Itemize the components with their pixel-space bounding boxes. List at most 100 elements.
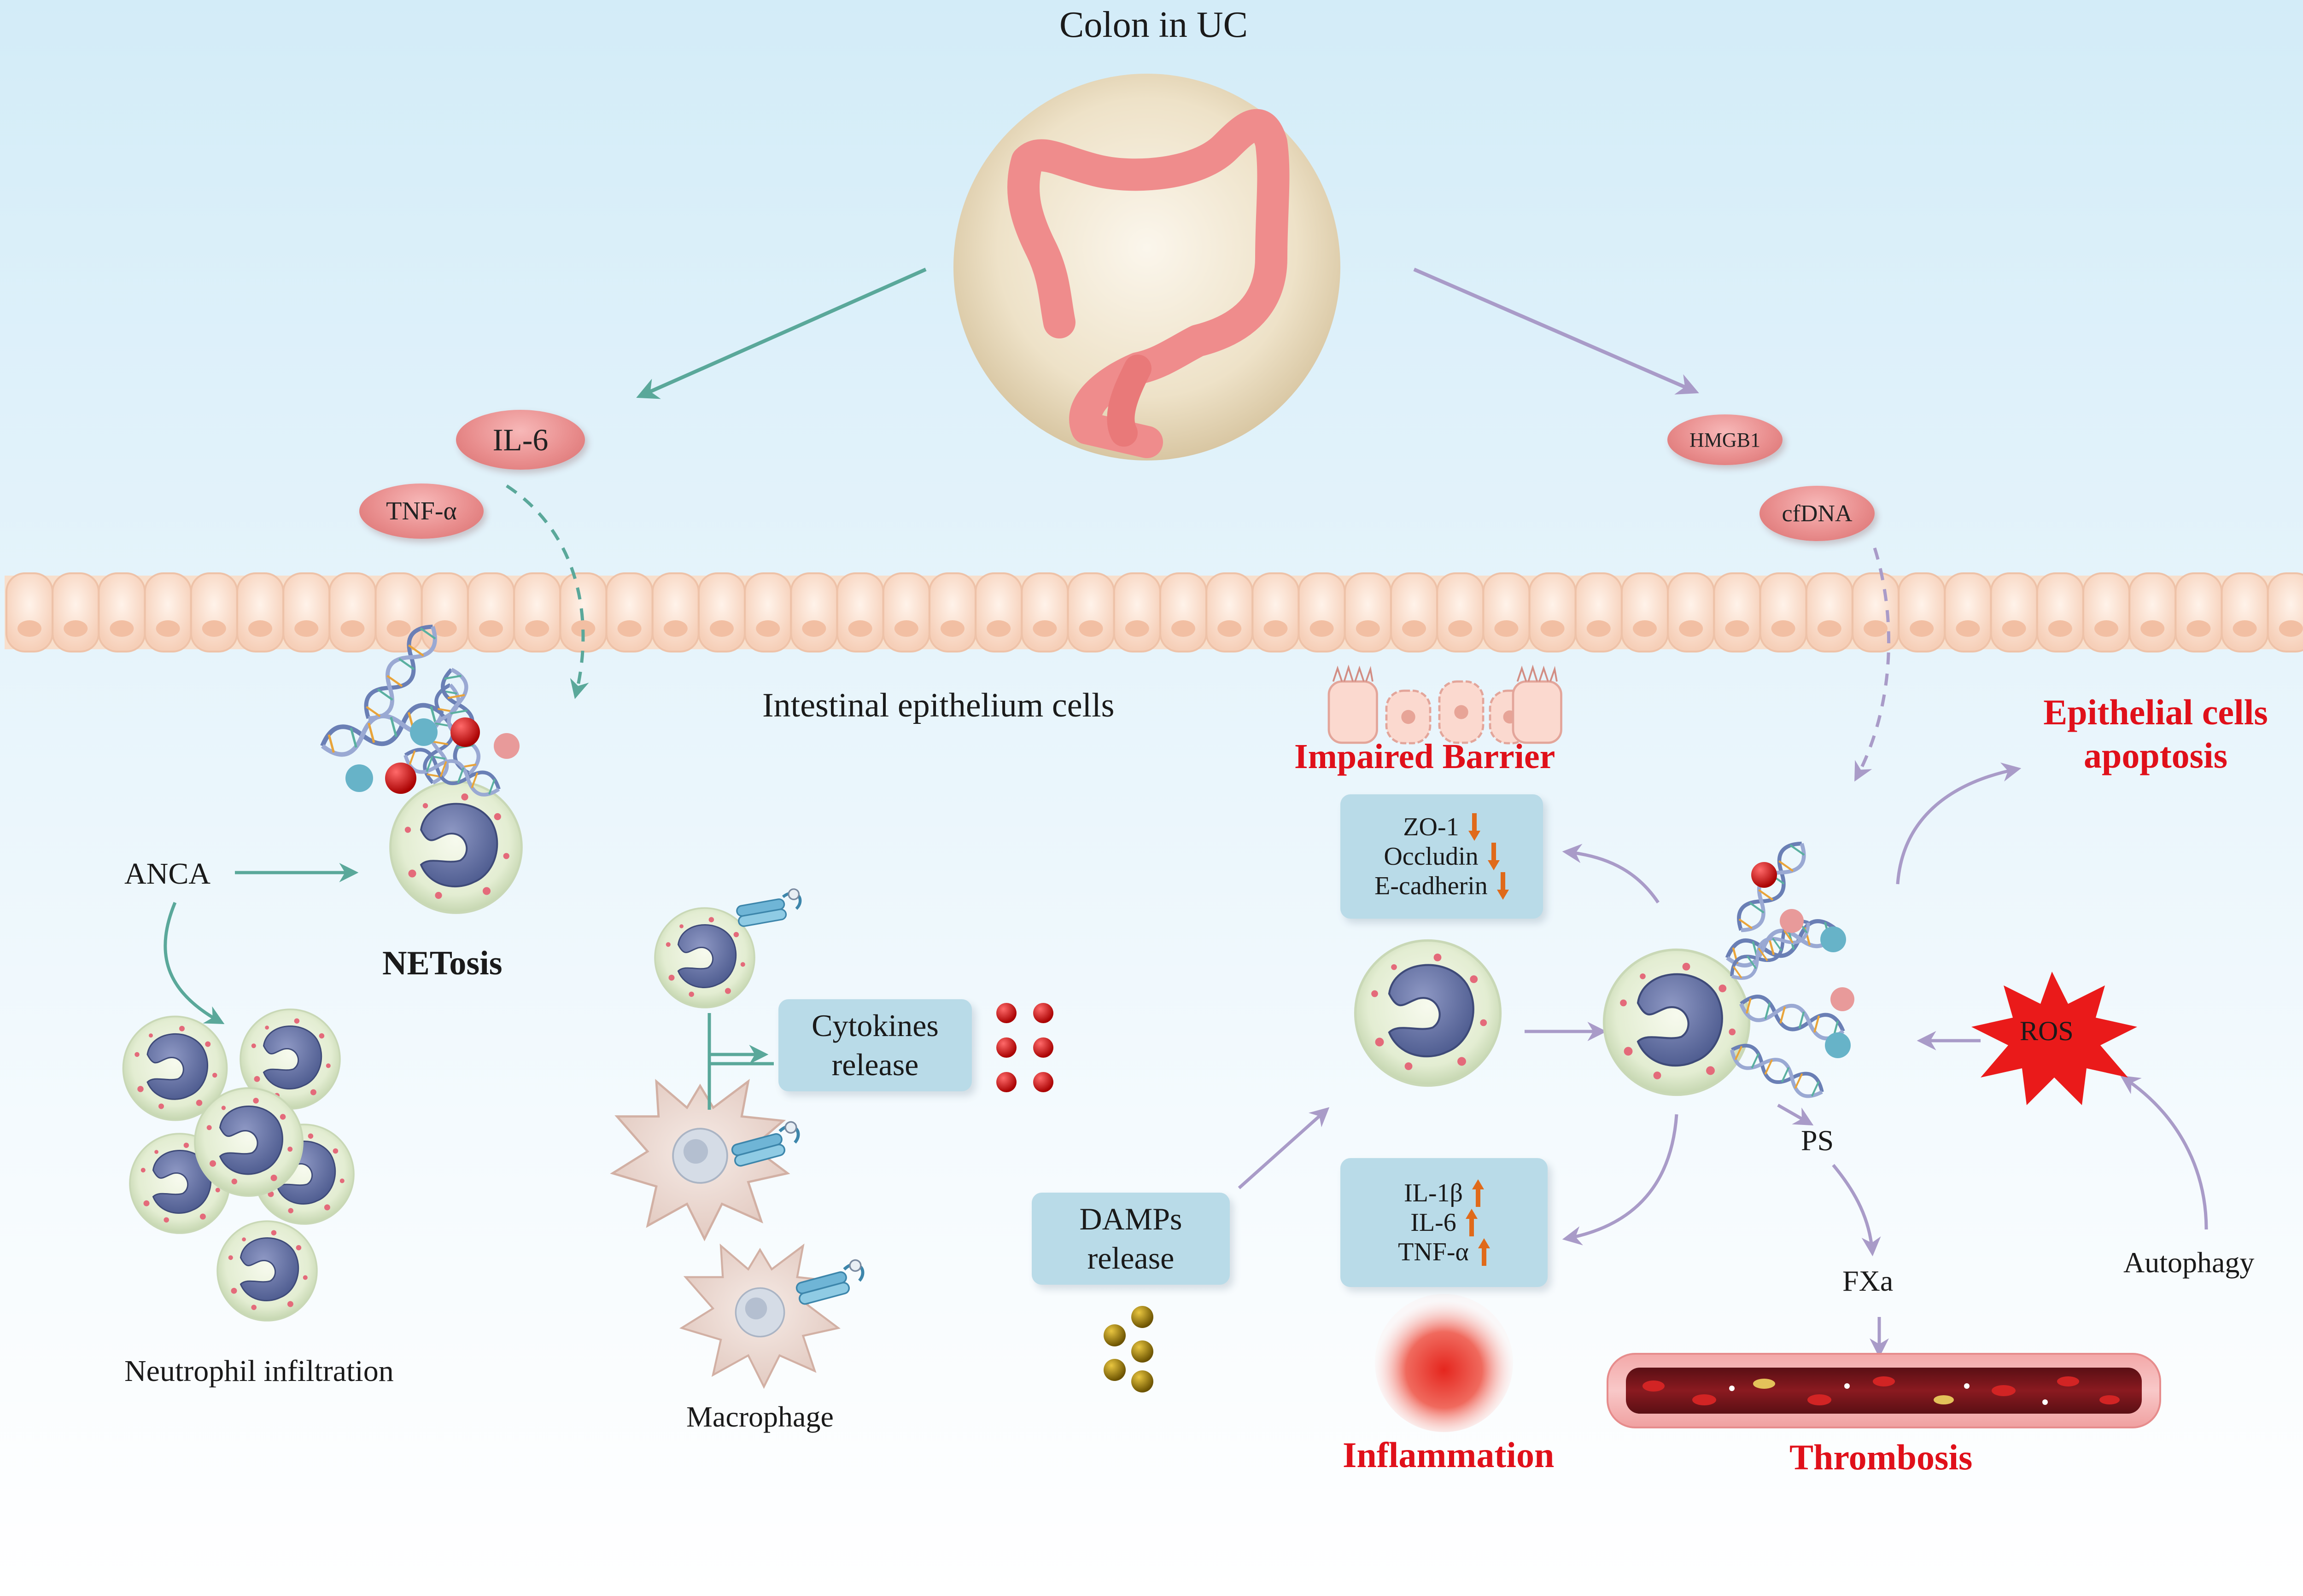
epithelial-cell	[1390, 572, 1438, 652]
net-forming-cell	[1604, 837, 1854, 1102]
down-arrow-icon	[1468, 813, 1480, 841]
epithelial-cell	[605, 572, 654, 652]
thrombosis-label: Thrombosis	[1789, 1437, 1973, 1477]
tight-junction-protein: Occludin	[1384, 842, 1479, 871]
epithelial-cell	[1298, 572, 1346, 652]
epithelial-cell	[1113, 572, 1161, 652]
epithelium-label: Intestinal epithelium cells	[762, 687, 1115, 724]
epithelial-cell	[1528, 572, 1577, 652]
epithelial-cell	[1944, 572, 1992, 652]
epithelial-cell	[2082, 572, 2130, 652]
epithelial-cell	[1574, 572, 1623, 652]
neutrophil-cluster	[122, 1008, 355, 1322]
inflammatory-cytokine-row: TNF-α	[1398, 1237, 1490, 1267]
epithelial-cell	[1852, 572, 1900, 652]
ros-burst-icon	[1971, 972, 2137, 1105]
tight-junction-row: E-cadherin	[1374, 871, 1509, 901]
epithelial-cell	[790, 572, 838, 652]
tight-junction-protein: ZO-1	[1403, 813, 1459, 841]
activated-neutrophil	[1356, 941, 1501, 1086]
epithelial-cell	[1621, 572, 1669, 652]
blood-vessel	[1607, 1353, 2161, 1428]
macrophage-group	[613, 888, 867, 1387]
autophagy-to-ros-arrow	[2120, 1075, 2208, 1230]
damp-particles	[1104, 1306, 1153, 1392]
tight-junction-row: ZO-1	[1403, 812, 1480, 842]
epithelial-cell	[6, 572, 53, 652]
epithelial-cell	[2267, 572, 2303, 652]
epithelial-cell	[1067, 572, 1115, 652]
inflammation-glow	[1375, 1294, 1513, 1432]
epithelial-cell	[1344, 572, 1392, 652]
ps-to-fxa-arrow	[1832, 1164, 1881, 1257]
anca-label: ANCA	[124, 857, 211, 891]
epithelial-cell	[929, 572, 976, 652]
up-arrow-icon	[1465, 1209, 1478, 1236]
damp-pill-hmgb1: HMGB1	[1667, 414, 1783, 465]
epithelial-cell	[1436, 572, 1485, 652]
epithelial-cell	[144, 572, 192, 652]
epithelial-cell	[513, 572, 561, 652]
epithelial-cell	[1667, 572, 1715, 652]
cytokine-pill-tnf: TNF-α	[359, 483, 484, 539]
net-to-ps-arrow	[1777, 1103, 1814, 1126]
net-to-cytokines-arrow	[1562, 1114, 1678, 1246]
epithelial-cell	[328, 572, 377, 652]
netosis-cell	[319, 619, 521, 913]
epithelial-cell	[698, 572, 746, 652]
epithelial-cell	[651, 572, 700, 652]
colon-to-cytokines-arrow	[636, 268, 927, 399]
autophagy-label: Autophagy	[2123, 1246, 2255, 1279]
epithelial-cell	[236, 572, 284, 652]
epithelial-cell	[1482, 572, 1531, 652]
epithelial-cell	[1805, 572, 1853, 652]
epithelial-cell	[1759, 572, 1807, 652]
epithelial-cell	[282, 572, 331, 652]
tight-junction-box: ZO-1 Occludin E-cadherin	[1340, 794, 1543, 919]
epithelial-cell	[2174, 572, 2223, 652]
epithelial-cell	[374, 572, 423, 652]
tight-junction-row: Occludin	[1384, 842, 1500, 871]
damps-release-text: DAMPs release	[1079, 1201, 1182, 1276]
epithelial-cell	[1251, 572, 1300, 652]
neutrophil-infiltration-label: Neutrophil infiltration	[124, 1354, 394, 1388]
anca-to-infiltration-arrow	[164, 902, 225, 1025]
down-arrow-icon	[1496, 872, 1509, 900]
cytokines-release-box: Cytokines release	[778, 999, 972, 1091]
epithelial-cell	[1990, 572, 2038, 652]
epithelial-cell	[2036, 572, 2084, 652]
net-to-tight-junction-arrow	[1562, 844, 1660, 903]
cytokine-dots	[996, 1003, 1053, 1092]
cytokine-pill-il6: IL-6	[456, 410, 585, 470]
epithelium-band	[5, 572, 2303, 652]
epithelial-cell	[190, 572, 238, 652]
epithelial-cell	[1898, 572, 1946, 652]
damps-to-neutrophil-arrow	[1238, 1107, 1330, 1189]
tight-junction-protein: E-cadherin	[1374, 872, 1488, 900]
epithelial-cell	[882, 572, 930, 652]
inflammatory-cytokine: IL-1β	[1404, 1179, 1463, 1207]
cytokines-release-text: Cytokines release	[812, 1008, 939, 1082]
macrophage-label: Macrophage	[686, 1400, 834, 1433]
epithelial-cell	[2221, 572, 2269, 652]
damps-release-box: DAMPs release	[1032, 1193, 1230, 1285]
damp-pill-cfdna: cfDNA	[1759, 486, 1875, 541]
fxa-label: FXa	[1842, 1264, 1894, 1297]
epithelial-cell	[836, 572, 884, 652]
epithelial-cell	[98, 572, 146, 652]
inflammatory-cytokine-row: IL-6	[1410, 1208, 1478, 1237]
epithelial-cell	[467, 572, 515, 652]
epithelial-cell	[1205, 572, 1254, 652]
down-arrow-icon	[1487, 843, 1500, 870]
up-arrow-icon	[1478, 1238, 1490, 1266]
colon-illustration	[953, 74, 1340, 460]
ros-label: ROS	[2020, 1016, 2074, 1046]
epithelial-cell	[1159, 572, 1207, 652]
page-title: Colon in UC	[1059, 5, 1248, 45]
inflammatory-cytokine-row: IL-1β	[1404, 1178, 1484, 1208]
epithelial-cell	[1713, 572, 1761, 652]
inflammatory-cytokine-box: IL-1β IL-6 TNF-α	[1340, 1158, 1548, 1287]
inflammatory-cytokine: IL-6	[1410, 1208, 1456, 1237]
